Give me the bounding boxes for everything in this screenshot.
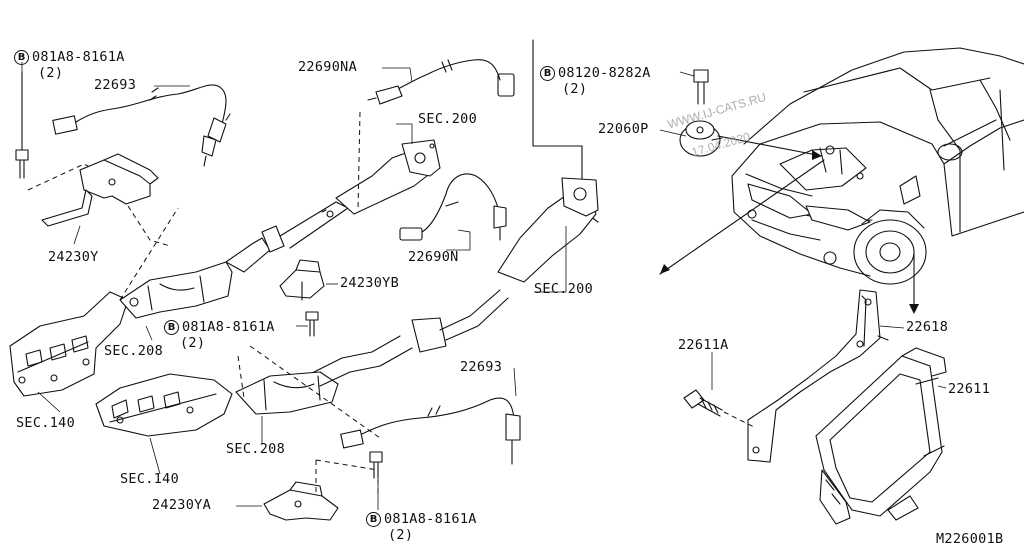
- oxygen-sensor-22690na: [367, 59, 515, 105]
- bolt-symbol-08120: B: [540, 66, 555, 81]
- oxygen-sensor-22693-lower: [340, 397, 521, 465]
- oxygen-sensor-22690n: [399, 173, 507, 241]
- bracket-24230y: [41, 153, 159, 227]
- label-ecm-22611: 22611: [948, 381, 991, 397]
- bolt-08120-8282a: [693, 69, 709, 105]
- label-sensor-22693-top: 22693: [94, 77, 137, 93]
- label-bracket-24230yb: 24230YB: [340, 275, 399, 291]
- label-qty-middle: (2): [180, 335, 206, 351]
- label-sec200-lower: SEC.200: [534, 281, 593, 297]
- label-sensor-22690n: 22690N: [408, 249, 459, 265]
- bolt-081a8-middle: [305, 311, 319, 337]
- bolt-081a8-bottom: [369, 451, 383, 479]
- label-bolt-081a8-bottom: 081A8-8161A: [384, 511, 477, 527]
- vehicle-outline: [731, 47, 1024, 285]
- label-sensor-22060p: 22060P: [598, 121, 649, 137]
- exhaust-pipe-lower: [313, 177, 599, 387]
- bolt-symbol-middle: B: [164, 320, 179, 335]
- leader-lines: [21, 62, 947, 510]
- exhaust-manifold-lower: [95, 373, 233, 437]
- label-sec140-lower: SEC.140: [120, 471, 179, 487]
- label-sec208-upper: SEC.208: [104, 343, 163, 359]
- label-qty-08120: (2): [562, 81, 588, 97]
- label-bolt-081a8-top-left: 081A8-8161A: [32, 49, 125, 65]
- bolt-symbol-top-left: B: [14, 50, 29, 65]
- exhaust-manifold-upper: [9, 291, 129, 397]
- label-sensor-22693-lower: 22693: [460, 359, 503, 375]
- bracket-24230ya: [263, 481, 339, 521]
- ecm-bracket-22618: [747, 289, 889, 463]
- knock-sensor-22060p: [679, 120, 723, 157]
- exhaust-pipe-upper: [225, 139, 441, 273]
- ecm-22611: [815, 347, 947, 525]
- bracket-24230yb: [279, 259, 325, 301]
- ecm-bolt-22611a: [683, 389, 723, 417]
- diagram-code: M226001B: [936, 531, 1004, 547]
- label-bolt-08120: 08120-8282A: [558, 65, 651, 81]
- bolt-symbol-bottom: B: [366, 512, 381, 527]
- label-sec208-lower: SEC.208: [226, 441, 285, 457]
- label-bolt-22611a: 22611A: [678, 337, 729, 353]
- label-qty-top-left: (2): [38, 65, 64, 81]
- label-sensor-22690na: 22690NA: [298, 59, 357, 75]
- label-bolt-081a8-middle: 081A8-8161A: [182, 319, 275, 335]
- catalytic-converter-upper-front: [119, 261, 233, 319]
- label-sec200-upper: SEC.200: [418, 111, 477, 127]
- label-qty-bottom: (2): [388, 527, 414, 543]
- oxygen-sensor-22693-top: [52, 84, 231, 167]
- label-bracket-24230ya: 24230YA: [152, 497, 211, 513]
- catalytic-converter-lower-front: [235, 371, 339, 415]
- label-bracket-22618: 22618: [906, 319, 949, 335]
- label-sec140-upper: SEC.140: [16, 415, 75, 431]
- bolt-081a8-top-left: [15, 71, 29, 179]
- label-bracket-24230y: 24230Y: [48, 249, 99, 265]
